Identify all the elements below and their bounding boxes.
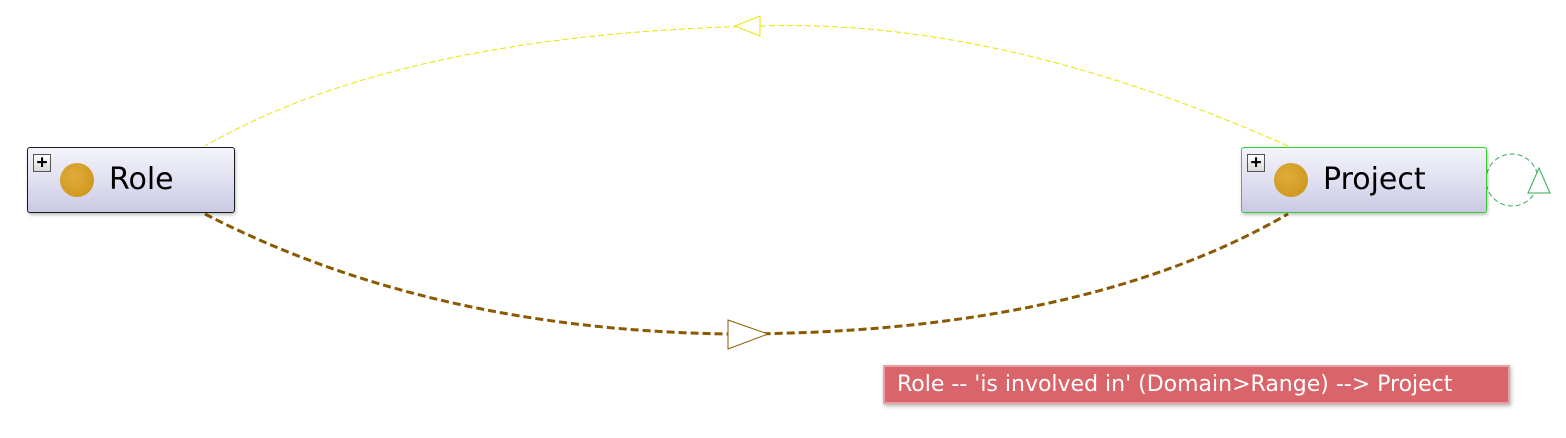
edge-tooltip: Role -- 'is involved in' (Domain>Range) … xyxy=(883,365,1510,404)
class-node-project[interactable]: + Project xyxy=(1241,147,1487,213)
edge-role-to-project-arrow xyxy=(727,319,770,350)
edge-role-to-project[interactable] xyxy=(204,212,1289,336)
plus-box-icon[interactable]: + xyxy=(33,154,51,172)
class-node-label: Role xyxy=(109,162,174,197)
class-node-role[interactable]: + Role xyxy=(27,147,235,213)
edge-project-to-role-arrow xyxy=(733,15,761,37)
class-node-label: Project xyxy=(1323,162,1426,197)
class-circle-icon xyxy=(1274,163,1308,197)
edge-project-self-loop-arrow xyxy=(1527,166,1551,194)
edge-project-to-role[interactable] xyxy=(204,25,1289,147)
class-circle-icon xyxy=(60,163,94,197)
edge-project-self-loop[interactable] xyxy=(1485,153,1539,207)
plus-box-icon[interactable]: + xyxy=(1247,154,1265,172)
